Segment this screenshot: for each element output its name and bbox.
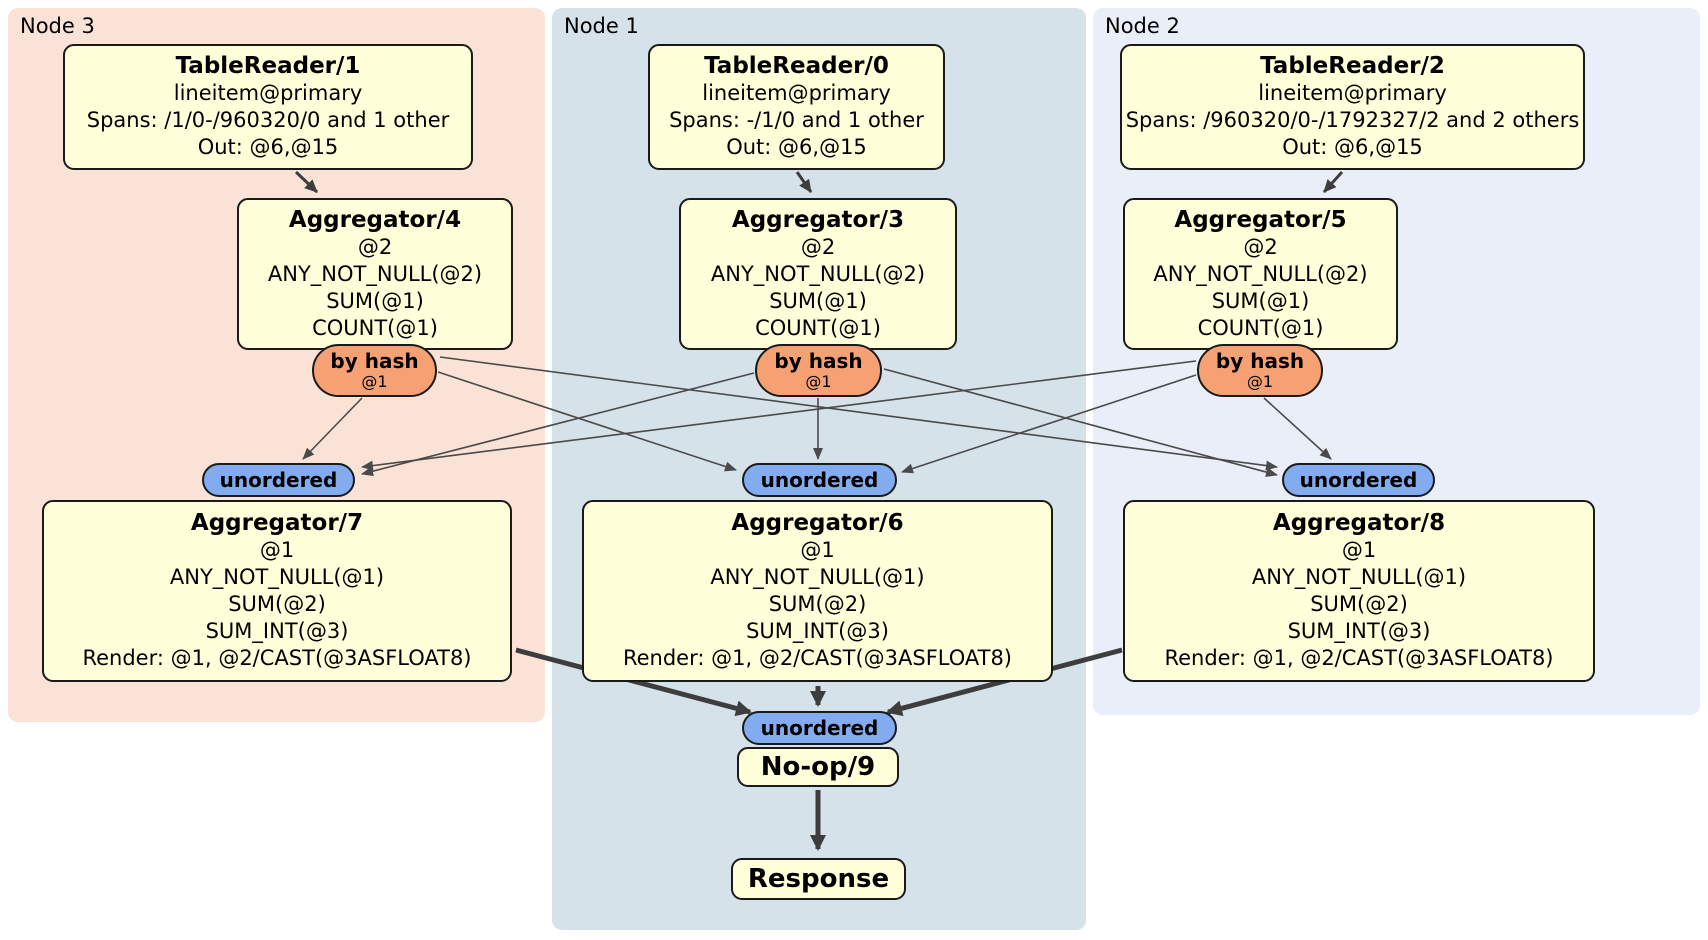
- stream-unordered-agg6: unordered: [742, 463, 897, 497]
- processor-title: Aggregator/8: [1272, 510, 1446, 536]
- processor-agg-fn: ANY_NOT_NULL(@1): [1251, 565, 1467, 589]
- processor-title: Aggregator/6: [731, 510, 904, 536]
- processor-title: Aggregator/7: [190, 510, 364, 536]
- processor-index: lineitem@primary: [173, 81, 363, 105]
- stream-unordered-noop: unordered: [742, 711, 897, 745]
- processor-agg-fn: SUM(@2): [228, 592, 326, 616]
- processor-index: lineitem@primary: [1258, 81, 1447, 105]
- processor-title: Aggregator/4: [288, 206, 462, 233]
- processor-title: TableReader/0: [704, 53, 889, 79]
- router-label: by hash: [774, 349, 863, 373]
- processor-title: Response: [747, 864, 890, 894]
- processor-agg-fn: SUM_INT(@3): [1287, 619, 1431, 643]
- processor-agg-fn: SUM_INT(@3): [746, 619, 889, 643]
- processor-agg-fn: ANY_NOT_NULL(@1): [169, 565, 385, 589]
- processor-tablereader-0: TableReader/0 lineitem@primary Spans: -/…: [648, 44, 945, 170]
- processor-agg-fn: COUNT(@1): [755, 315, 881, 340]
- processor-render: Render: @1, @2/CAST(@3ASFLOAT8): [1164, 646, 1554, 670]
- router-label: by hash: [1215, 349, 1305, 373]
- router-columns: @1: [361, 372, 388, 391]
- processor-render: Render: @1, @2/CAST(@3ASFLOAT8): [82, 646, 472, 670]
- processor-out: Out: @6,@15: [1282, 135, 1423, 159]
- processor-agg-fn: SUM(@1): [326, 288, 424, 313]
- processor-title: TableReader/2: [1260, 53, 1445, 79]
- stream-unordered-agg7: unordered: [202, 463, 355, 497]
- region-label-node-1: Node 1: [564, 14, 639, 38]
- router-label: by hash: [330, 349, 419, 373]
- processor-agg-fn: SUM(@2): [768, 592, 867, 616]
- processor-title: TableReader/1: [175, 53, 361, 79]
- processor-tablereader-1: TableReader/1 lineitem@primary Spans: /1…: [63, 44, 473, 170]
- processor-group-cols: @2: [800, 234, 836, 259]
- processor-response: Response: [731, 858, 906, 900]
- processor-agg-fn: ANY_NOT_NULL(@1): [710, 565, 925, 589]
- processor-aggregator-5: Aggregator/5 @2 ANY_NOT_NULL(@2) SUM(@1)…: [1123, 198, 1398, 350]
- router-by-hash-agg3: by hash @1: [755, 344, 882, 397]
- processor-spans: Spans: -/1/0 and 1 other: [669, 108, 924, 132]
- processor-agg-fn: SUM(@2): [1310, 592, 1408, 616]
- router-columns: @1: [1246, 372, 1274, 391]
- processor-tablereader-2: TableReader/2 lineitem@primary Spans: /9…: [1120, 44, 1585, 170]
- processor-noop-9: No-op/9: [737, 747, 899, 787]
- processor-group-cols: @1: [1341, 538, 1377, 562]
- stream-label: unordered: [1299, 467, 1418, 492]
- processor-out: Out: @6,@15: [726, 135, 867, 159]
- region-label-node-2: Node 2: [1105, 14, 1180, 38]
- processor-agg-fn: SUM(@1): [1211, 288, 1310, 313]
- processor-agg-fn: ANY_NOT_NULL(@2): [1153, 261, 1368, 286]
- processor-aggregator-4: Aggregator/4 @2 ANY_NOT_NULL(@2) SUM(@1)…: [237, 198, 513, 350]
- router-by-hash-agg5: by hash @1: [1197, 344, 1323, 397]
- stream-label: unordered: [219, 467, 338, 492]
- processor-index: lineitem@primary: [702, 81, 891, 105]
- stream-label: unordered: [760, 715, 879, 740]
- processor-group-cols: @1: [800, 538, 835, 562]
- processor-group-cols: @1: [259, 538, 295, 562]
- region-label-node-3: Node 3: [20, 14, 95, 38]
- processor-group-cols: @2: [1243, 234, 1278, 259]
- processor-aggregator-3: Aggregator/3 @2 ANY_NOT_NULL(@2) SUM(@1)…: [679, 198, 957, 350]
- processor-spans: Spans: /960320/0-/1792327/2 and 2 others: [1125, 108, 1580, 132]
- stream-unordered-agg8: unordered: [1282, 463, 1435, 497]
- processor-render: Render: @1, @2/CAST(@3ASFLOAT8): [622, 646, 1013, 670]
- processor-out: Out: @6,@15: [197, 135, 339, 159]
- processor-agg-fn: COUNT(@1): [312, 315, 438, 340]
- processor-title: No-op/9: [760, 752, 876, 782]
- processor-agg-fn: ANY_NOT_NULL(@2): [710, 261, 926, 286]
- stream-label: unordered: [760, 467, 879, 492]
- processor-title: Aggregator/3: [731, 206, 905, 233]
- processor-group-cols: @2: [357, 234, 393, 259]
- router-columns: @1: [805, 372, 832, 391]
- processor-spans: Spans: /1/0-/960320/0 and 1 other: [86, 108, 450, 132]
- processor-aggregator-8: Aggregator/8 @1 ANY_NOT_NULL(@1) SUM(@2)…: [1123, 500, 1595, 682]
- processor-aggregator-6: Aggregator/6 @1 ANY_NOT_NULL(@1) SUM(@2)…: [582, 500, 1053, 682]
- processor-agg-fn: COUNT(@1): [1197, 315, 1324, 340]
- processor-title: Aggregator/5: [1174, 206, 1347, 233]
- router-by-hash-agg4: by hash @1: [312, 344, 437, 397]
- processor-agg-fn: SUM(@1): [769, 288, 867, 313]
- processor-agg-fn: ANY_NOT_NULL(@2): [267, 261, 483, 286]
- processor-aggregator-7: Aggregator/7 @1 ANY_NOT_NULL(@1) SUM(@2)…: [42, 500, 512, 682]
- processor-agg-fn: SUM_INT(@3): [205, 619, 349, 643]
